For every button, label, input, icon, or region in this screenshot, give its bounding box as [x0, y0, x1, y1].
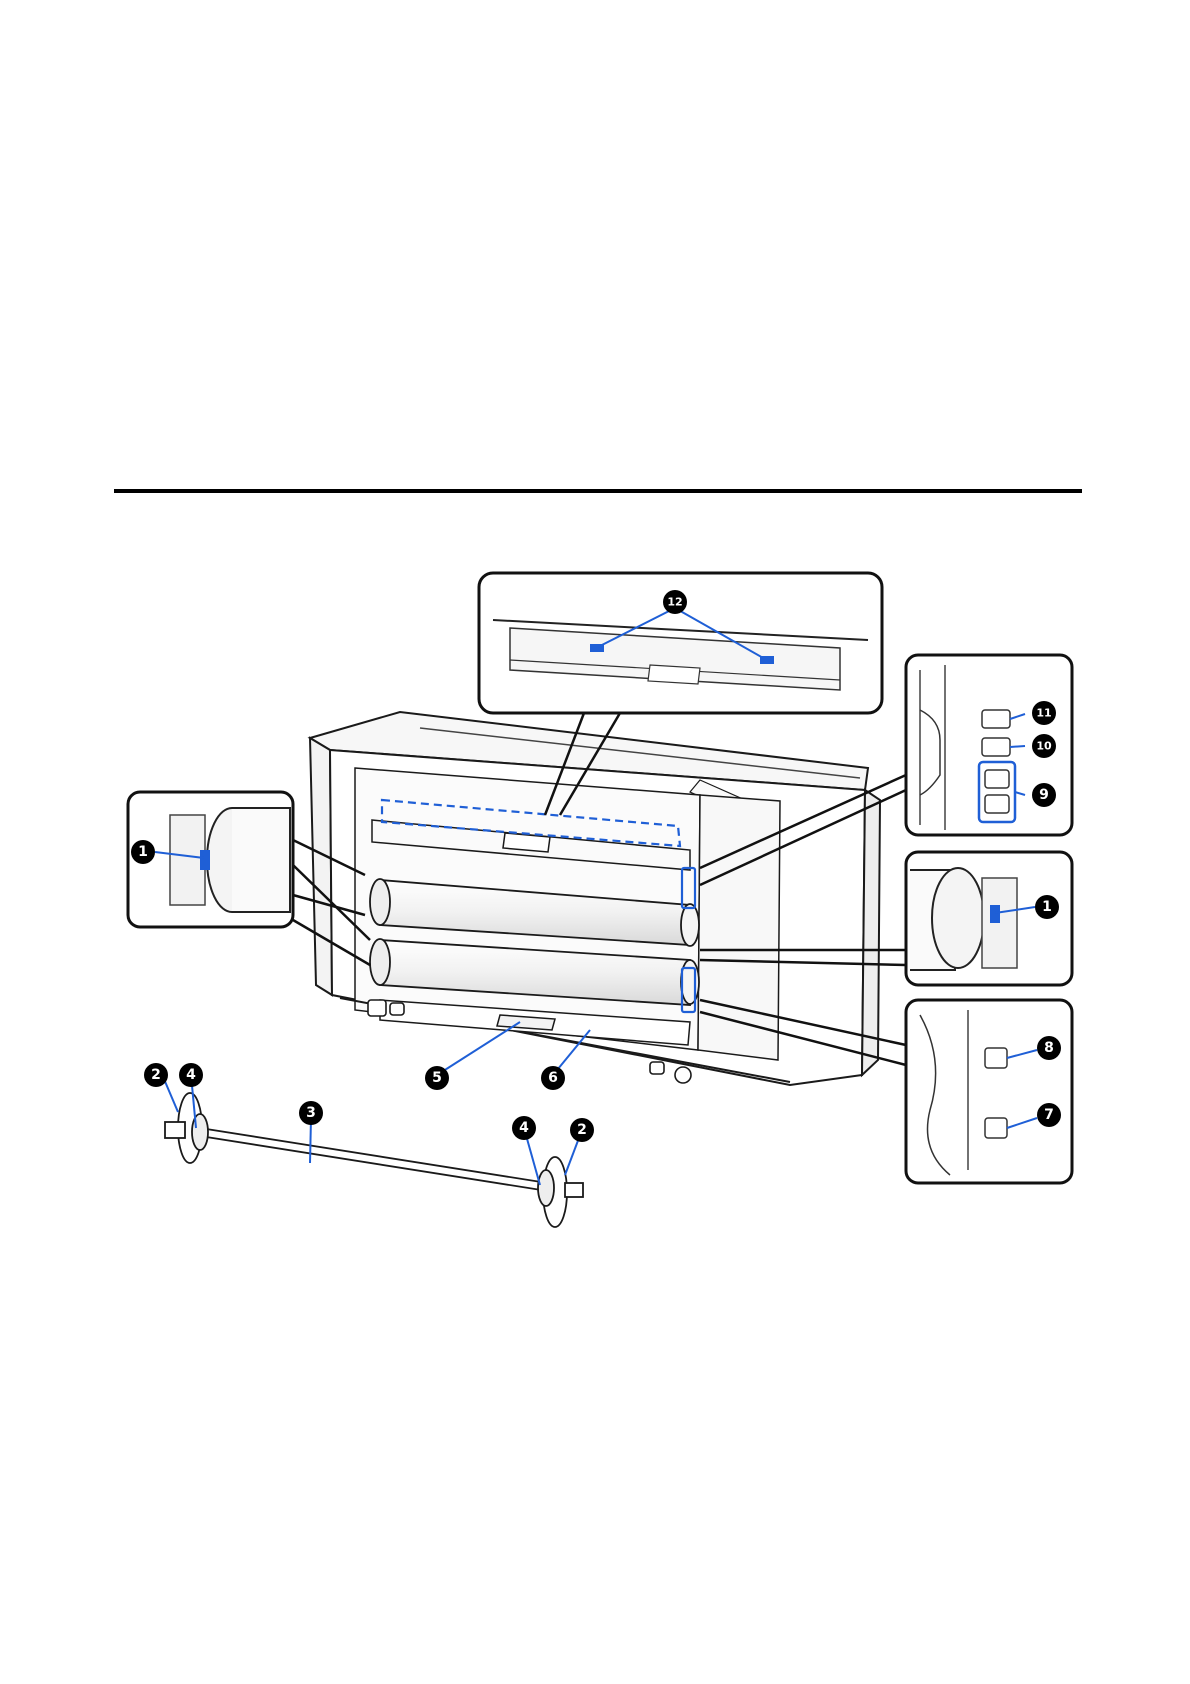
inset-feed-buttons [906, 1000, 1072, 1183]
callout-6: 6 [541, 1066, 565, 1090]
svg-text:3: 3 [306, 1105, 316, 1121]
callout-12: 12 [663, 590, 687, 614]
svg-text:5: 5 [432, 1070, 442, 1086]
callout-8: 8 [1037, 1036, 1061, 1060]
svg-text:10: 10 [1036, 740, 1052, 753]
callout-9: 9 [1032, 783, 1056, 807]
svg-text:11: 11 [1036, 707, 1051, 720]
callout-4-right: 4 [512, 1116, 536, 1140]
svg-text:2: 2 [151, 1067, 161, 1083]
callout-1-right: 1 [1035, 895, 1059, 919]
callout-2-left: 2 [144, 1063, 168, 1087]
callout-1-left: 1 [131, 840, 155, 864]
svg-text:1: 1 [138, 844, 148, 860]
callout-4-left: 4 [179, 1063, 203, 1087]
spindle [165, 1093, 583, 1227]
callout-5: 5 [425, 1066, 449, 1090]
callout-3: 3 [299, 1101, 323, 1125]
callout-10: 10 [1032, 734, 1056, 758]
svg-text:8: 8 [1044, 1040, 1054, 1056]
callout-2-right: 2 [570, 1118, 594, 1142]
svg-text:4: 4 [519, 1120, 529, 1136]
svg-text:9: 9 [1039, 787, 1049, 803]
callout-7: 7 [1037, 1103, 1061, 1127]
inset-roll-lock-left [128, 792, 293, 927]
svg-text:6: 6 [548, 1070, 558, 1086]
svg-text:1: 1 [1042, 899, 1052, 915]
svg-text:4: 4 [186, 1067, 196, 1083]
svg-text:2: 2 [577, 1122, 587, 1138]
svg-text:7: 7 [1044, 1107, 1054, 1123]
svg-text:12: 12 [667, 596, 682, 609]
callout-11: 11 [1032, 701, 1056, 725]
